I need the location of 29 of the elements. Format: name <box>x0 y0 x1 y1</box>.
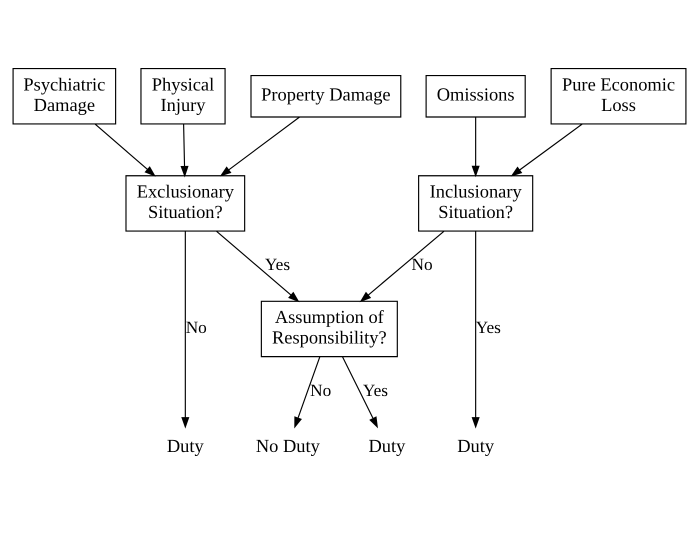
node-box: Psychiatric Damage <box>12 68 116 124</box>
arrow <box>181 230 190 428</box>
node-box: Physical Injury <box>140 68 226 124</box>
arrow <box>510 123 582 176</box>
node-text: Duty <box>457 436 494 456</box>
edge-label: Yes <box>362 380 388 400</box>
edge-label: Yes <box>264 254 290 274</box>
node-box: Inclusionary Situation? <box>418 174 534 232</box>
arrow <box>342 356 378 428</box>
arrow <box>180 124 189 177</box>
arrow <box>220 116 300 176</box>
arrow <box>472 230 480 428</box>
edge-label: No <box>310 380 332 400</box>
edge-label: No <box>412 254 433 274</box>
node-box: Exclusionary Situation? <box>125 174 246 232</box>
edge-label: Yes <box>476 318 501 337</box>
arrow <box>216 230 300 302</box>
node-text: Duty <box>368 436 406 456</box>
node-box: Omissions <box>426 74 526 118</box>
arrow <box>472 116 480 177</box>
node-text: No Duty <box>256 436 320 456</box>
arrow <box>294 356 320 428</box>
node-box: Assumption of Responsibility? <box>260 300 398 357</box>
node-text: Duty <box>166 436 204 456</box>
edge-label: No <box>186 318 207 337</box>
node-box: Property Damage <box>250 74 402 118</box>
node-box: Pure Economic Loss <box>550 68 686 124</box>
arrow <box>360 230 444 302</box>
arrow <box>94 123 156 176</box>
